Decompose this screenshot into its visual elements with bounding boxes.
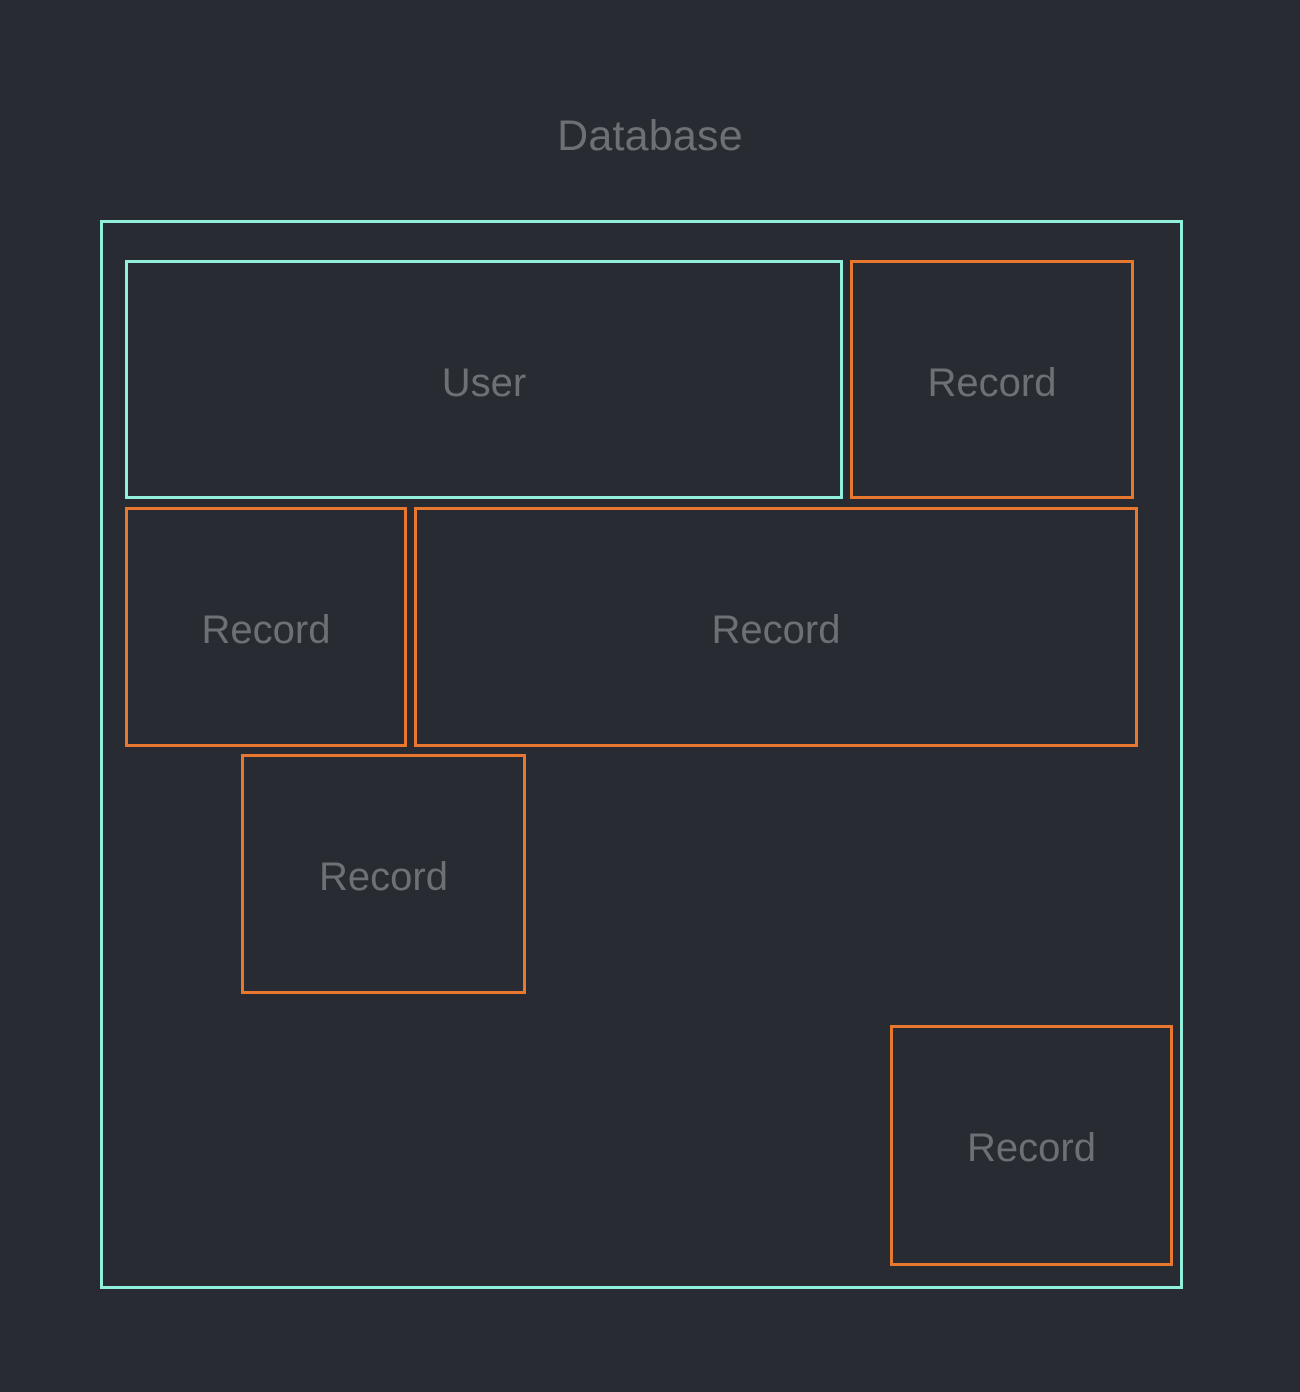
entity-label-record-2: Record: [201, 608, 331, 652]
entity-box-record-3[interactable]: Record: [414, 507, 1138, 747]
entity-box-user[interactable]: User: [125, 260, 843, 499]
entity-label-record-5: Record: [967, 1126, 1096, 1170]
database-container[interactable]: User Record Record Record Record Record: [100, 220, 1183, 1289]
entity-box-record-1[interactable]: Record: [850, 260, 1134, 499]
entity-label-user: User: [441, 361, 527, 405]
entity-box-record-5[interactable]: Record: [890, 1025, 1173, 1266]
entity-box-record-2[interactable]: Record: [125, 507, 407, 747]
entity-label-record-4: Record: [319, 855, 448, 899]
entity-label-record-1: Record: [927, 361, 1057, 405]
page-title: Database: [557, 112, 743, 160]
entity-box-record-4[interactable]: Record: [241, 754, 526, 994]
entity-label-record-3: Record: [711, 608, 841, 652]
